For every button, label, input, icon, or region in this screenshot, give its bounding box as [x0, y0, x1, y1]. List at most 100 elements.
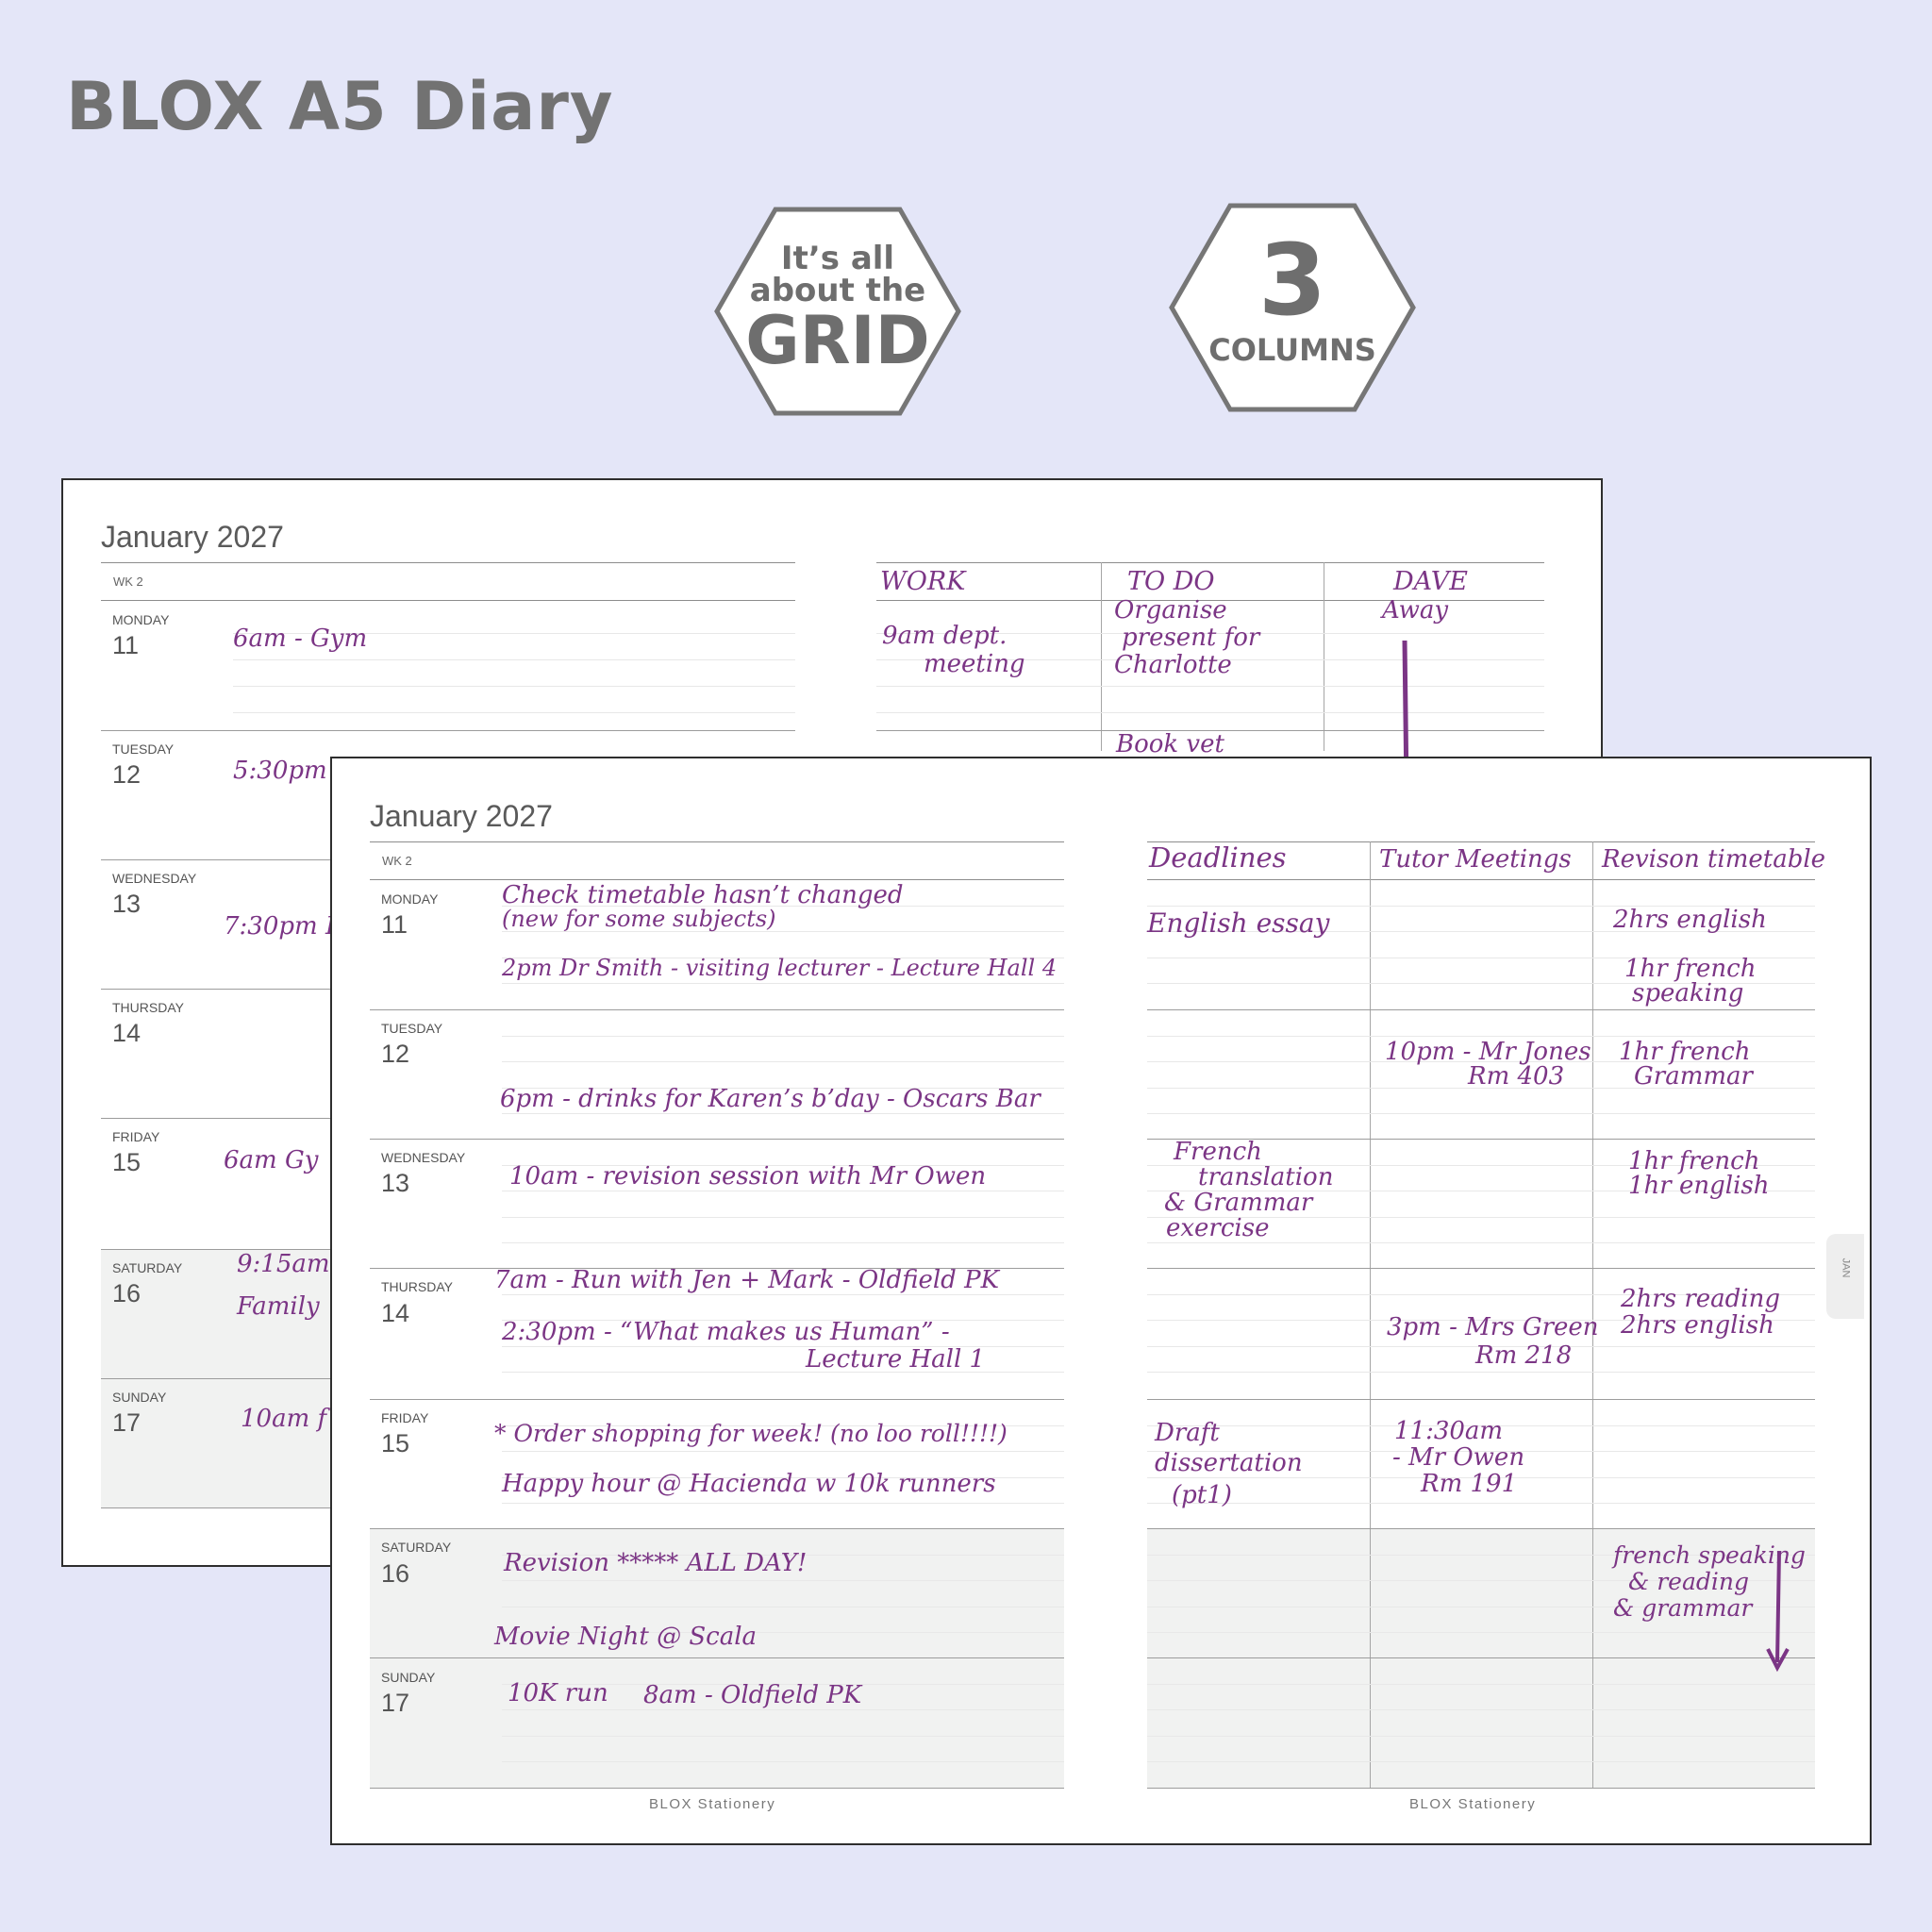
day-number: 17	[112, 1408, 142, 1437]
day-number: 12	[381, 1040, 410, 1068]
ruling-line	[1147, 1580, 1815, 1581]
arrow-down-icon	[1766, 1551, 1790, 1673]
ruling-line	[1147, 1164, 1815, 1166]
hexagon-icon	[714, 207, 961, 416]
month-title: January 2027	[101, 520, 284, 554]
day-number: 11	[381, 910, 408, 939]
ruling-line	[502, 1709, 1064, 1710]
ruling-line	[1147, 1709, 1815, 1710]
handwritten-entry: Family	[237, 1292, 320, 1321]
day-name: MONDAY	[381, 891, 439, 907]
ruling-line	[502, 1293, 1064, 1295]
revision-entry: Grammar	[1634, 1062, 1753, 1091]
ruling-line	[502, 1424, 1064, 1426]
ruling-line	[1147, 1372, 1815, 1373]
ruling-line	[502, 1087, 1064, 1089]
day-name: TUESDAY	[381, 1021, 443, 1036]
revision-entry: speaking	[1632, 979, 1744, 1008]
handwritten-entry: 6am - Gym	[233, 625, 368, 653]
revision-entry: french speaking	[1613, 1541, 1806, 1569]
handwritten-entry: Away	[1382, 596, 1449, 625]
ruling-line	[1147, 1503, 1815, 1504]
ruling-line	[502, 1216, 1064, 1218]
tutor-entry: Rm 403	[1468, 1062, 1565, 1091]
day-name: SATURDAY	[112, 1260, 183, 1275]
day-number: 14	[381, 1299, 410, 1327]
handwritten-entry: 7:30pm H	[224, 912, 347, 941]
handwritten-entry: 2pm Dr Smith - visiting lecturer - Lectu…	[502, 955, 1058, 981]
revision-entry: 1hr english	[1628, 1172, 1770, 1200]
handwritten-entry: Check timetable hasn’t changed	[502, 881, 904, 909]
deadline-entry: translation	[1198, 1163, 1334, 1191]
columns-badge-label: COLUMNS	[1208, 332, 1376, 368]
handwritten-entry: 8am - Oldfield PK	[643, 1681, 862, 1709]
month-title: January 2027	[370, 799, 553, 833]
ruling-line	[502, 1554, 1064, 1556]
tutor-entry: 10pm - Mr Jones	[1385, 1038, 1591, 1066]
ruling-line	[1147, 1061, 1815, 1062]
revision-entry: 2hrs reading	[1621, 1285, 1780, 1313]
ruling-line	[502, 1113, 1064, 1114]
handwritten-entry: * Order shopping for week! (no loo roll!…	[494, 1420, 1008, 1447]
revision-entry: 2hrs english	[1621, 1311, 1774, 1340]
tutor-entry: 11:30am	[1394, 1417, 1504, 1445]
diary-page-front: January 2027 WK 2 MONDAY 11 TUESDAY 12 W…	[330, 757, 1872, 1845]
revision-entry: 2hrs english	[1613, 906, 1767, 934]
day-name: WEDNESDAY	[112, 871, 197, 886]
handwritten-entry: 7am - Run with Jen + Mark - Oldfield PK	[494, 1266, 1000, 1294]
handwritten-entry: 10K run	[508, 1679, 608, 1707]
footer-brand-left: BLOX Stationery	[649, 1796, 776, 1812]
ruling-line	[502, 1451, 1064, 1452]
footer-brand-right: BLOX Stationery	[1409, 1796, 1537, 1812]
ruling-line	[502, 1345, 1064, 1347]
handwritten-entry: 10am - revision session with Mr Owen	[509, 1162, 987, 1191]
handwritten-entry: Happy hour @ Hacienda w 10k runners	[502, 1470, 996, 1498]
column-header-work: WORK	[880, 567, 966, 596]
tutor-entry: Rm 218	[1475, 1341, 1573, 1370]
tutor-entry: 3pm - Mrs Green	[1387, 1313, 1599, 1341]
day-number: 13	[112, 890, 142, 918]
ruling-line	[1147, 931, 1815, 932]
handwritten-entry: 5:30pm	[233, 757, 327, 785]
deadline-entry: English essay	[1147, 908, 1330, 939]
ruling-line	[502, 905, 1064, 907]
column-header-tutor-meetings: Tutor Meetings	[1379, 845, 1572, 874]
month-tab[interactable]: JAN	[1826, 1234, 1864, 1319]
handwritten-entry: 6pm - drinks for Karen’s b’day - Oscars …	[500, 1085, 1041, 1113]
day-name: FRIDAY	[112, 1129, 160, 1144]
revision-entry: 1hr french	[1624, 955, 1757, 983]
columns-badge: 3 COLUMNS	[1168, 202, 1417, 413]
ruling-line	[502, 1476, 1064, 1478]
ruling-line	[1147, 1451, 1815, 1452]
page-title: BLOX A5 Diary	[66, 68, 614, 145]
handwritten-entry: Movie Night @ Scala	[494, 1623, 758, 1651]
day-number: 11	[112, 631, 140, 659]
deadline-entry: (pt1)	[1172, 1481, 1232, 1509]
handwritten-entry: Charlotte	[1114, 651, 1232, 679]
day-name: FRIDAY	[381, 1410, 429, 1425]
deadline-entry: French	[1174, 1138, 1262, 1166]
columns-badge-number: 3	[1257, 223, 1327, 338]
ruling-line	[1147, 905, 1815, 907]
ruling-line	[502, 1735, 1064, 1737]
handwritten-entry: 6am Gy	[224, 1146, 319, 1174]
handwritten-entry: Book vet	[1116, 730, 1224, 758]
column-header-deadlines: Deadlines	[1149, 841, 1287, 874]
day-number: 17	[381, 1689, 410, 1717]
ruling-line	[502, 1320, 1064, 1321]
ruling-line	[1147, 983, 1815, 984]
ruling-line	[502, 1503, 1064, 1504]
month-tab-label: JAN	[1840, 1257, 1852, 1278]
ruling-line	[502, 1683, 1064, 1685]
revision-entry: 1hr french	[1619, 1038, 1751, 1066]
ruling-line	[1147, 1424, 1815, 1426]
column-header-revision-timetable: Revison timetable	[1602, 845, 1826, 874]
ruling-line	[1147, 1735, 1815, 1737]
ruling-line	[1147, 1113, 1815, 1114]
handwritten-entry: Organise	[1114, 596, 1227, 625]
day-name: SUNDAY	[112, 1390, 167, 1405]
tutor-entry: - Mr Owen	[1392, 1443, 1525, 1472]
day-number: 16	[112, 1279, 142, 1307]
week-number: WK 2	[382, 854, 412, 868]
tutor-entry: Rm 191	[1421, 1470, 1518, 1498]
